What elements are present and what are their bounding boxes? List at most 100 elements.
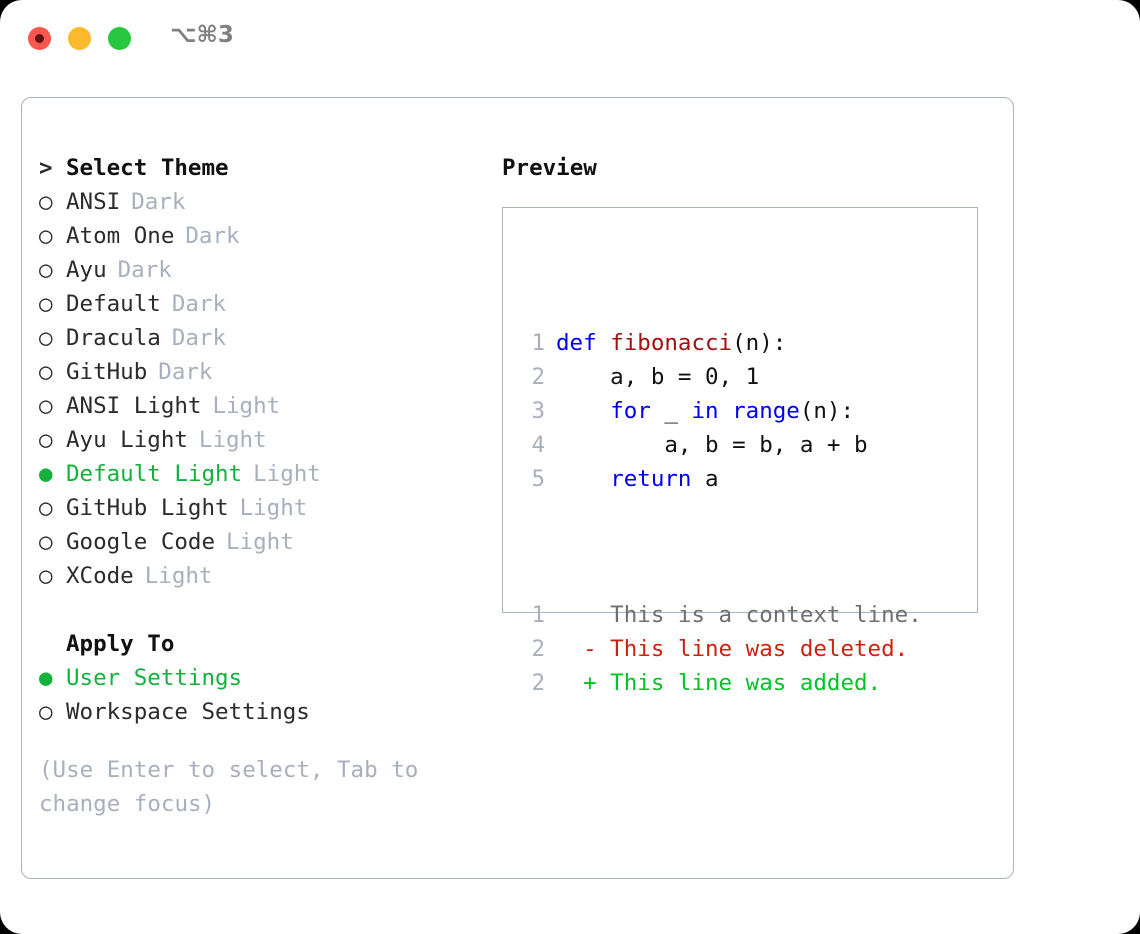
line-number: 1 xyxy=(531,330,545,356)
code-line: 1 def fibonacci(n): xyxy=(519,326,922,360)
radio-unselected-icon: ○ xyxy=(39,359,53,385)
theme-option-atom-one[interactable]: ○ Atom One Dark xyxy=(39,219,479,253)
code-token-kw: range xyxy=(732,398,800,424)
radio-selected-icon: ● xyxy=(39,665,53,691)
diff-line-text: This is a context line. xyxy=(556,602,922,628)
theme-variant-badge: Light xyxy=(212,393,281,419)
code-line: 5 return a xyxy=(519,462,922,496)
code-line: 2 a, b = 0, 1 xyxy=(519,360,922,394)
radio-unselected-icon: ○ xyxy=(39,427,53,453)
line-number: 2 xyxy=(531,636,545,662)
line-number: 5 xyxy=(531,466,545,492)
radio-unselected-icon: ○ xyxy=(39,257,53,283)
code-token-plain: _ xyxy=(650,398,692,424)
theme-option-github[interactable]: ○ GitHub Dark xyxy=(39,355,479,389)
code-token-fn: fibonacci xyxy=(610,330,733,356)
theme-variant-badge: Light xyxy=(198,427,267,453)
theme-variant-badge: Light xyxy=(144,563,213,589)
theme-option-label: Atom One xyxy=(66,223,175,249)
keyboard-hint-text: (Use Enter to select, Tab to change focu… xyxy=(39,757,419,817)
theme-option-label: GitHub xyxy=(66,359,148,385)
theme-option-ayu-light[interactable]: ○ Ayu Light Light xyxy=(39,423,479,457)
radio-unselected-icon: ○ xyxy=(39,529,53,555)
theme-variant-badge: Dark xyxy=(185,223,240,249)
diff-line-ctx: 1 This is a context line. xyxy=(519,598,922,632)
radio-unselected-icon: ○ xyxy=(39,291,53,317)
theme-option-label: Default Light xyxy=(66,461,243,487)
apply-to-options-list: ● User Settings ○ Workspace Settings xyxy=(39,661,479,729)
line-number: 2 xyxy=(531,364,545,390)
line-number: 3 xyxy=(531,398,545,424)
list-spacer xyxy=(39,593,479,627)
radio-unselected-icon: ○ xyxy=(39,563,53,589)
code-token-kw: in xyxy=(691,398,719,424)
code-token-plain: (n): xyxy=(732,330,787,356)
diff-sample: 1 This is a context line.2 - This line w… xyxy=(519,598,922,700)
theme-option-label: Dracula xyxy=(66,325,161,351)
theme-option-ansi-light[interactable]: ○ ANSI Light Light xyxy=(39,389,479,423)
theme-option-label: Default xyxy=(66,291,161,317)
title-bar: ⌥⌘3 xyxy=(0,0,1140,78)
code-token-plain: a, b = b, a + b xyxy=(556,432,868,458)
apply-to-option-user-settings[interactable]: ● User Settings xyxy=(39,661,479,695)
radio-unselected-icon: ○ xyxy=(39,189,53,215)
theme-option-default-light[interactable]: ● Default Light Light xyxy=(39,457,479,491)
code-token-plain xyxy=(719,398,733,424)
apply-to-option-workspace-settings[interactable]: ○ Workspace Settings xyxy=(39,695,479,729)
theme-option-ayu[interactable]: ○ Ayu Dark xyxy=(39,253,479,287)
apply-to-option-label: User Settings xyxy=(66,665,243,691)
theme-option-label: Ayu Light xyxy=(66,427,188,453)
line-number: 1 xyxy=(531,602,545,628)
theme-variant-badge: Dark xyxy=(158,359,213,385)
apply-to-option-label: Workspace Settings xyxy=(66,699,310,725)
diff-line-del: 2 - This line was deleted. xyxy=(519,632,922,666)
apply-to-heading: Apply To xyxy=(66,631,175,657)
theme-list-header-label: Select Theme xyxy=(66,155,229,181)
theme-option-label: Google Code xyxy=(66,529,216,555)
code-token-plain: (n): xyxy=(799,398,855,424)
minimize-button[interactable] xyxy=(68,27,91,50)
close-button[interactable] xyxy=(28,27,51,50)
theme-variant-badge: Light xyxy=(253,461,321,487)
code-token-kw: for xyxy=(610,398,651,424)
diff-line-text: - This line was deleted. xyxy=(556,636,909,662)
theme-variant-badge: Dark xyxy=(117,257,172,283)
theme-option-label: Ayu xyxy=(66,257,107,283)
radio-unselected-icon: ○ xyxy=(39,393,53,419)
radio-unselected-icon: ○ xyxy=(39,325,53,351)
code-token-plain: a xyxy=(691,466,719,492)
code-token-plain: a, b = 0, 1 xyxy=(556,364,760,390)
radio-unselected-icon: ○ xyxy=(39,699,53,725)
maximize-button[interactable] xyxy=(108,27,131,50)
code-token-kw: return xyxy=(610,466,692,492)
code-token-plain xyxy=(556,466,610,492)
code-token-kw: def xyxy=(556,330,611,356)
line-number: 2 xyxy=(531,670,545,696)
code-token-plain xyxy=(556,398,610,424)
code-line: 4 a, b = b, a + b xyxy=(519,428,922,462)
theme-list-header: >Select Theme xyxy=(39,151,479,185)
keyboard-shortcut-label: ⌥⌘3 xyxy=(170,22,234,48)
radio-selected-icon: ● xyxy=(39,461,53,487)
theme-option-default[interactable]: ○ Default Dark xyxy=(39,287,479,321)
radio-unselected-icon: ○ xyxy=(39,495,53,521)
theme-option-label: ANSI Light xyxy=(66,393,202,419)
theme-variant-badge: Dark xyxy=(171,291,227,317)
line-number: 4 xyxy=(531,432,545,458)
theme-variant-badge: Light xyxy=(239,495,308,521)
theme-option-label: ANSI xyxy=(66,189,121,215)
radio-unselected-icon: ○ xyxy=(39,223,53,249)
preview-title: Preview xyxy=(502,155,597,181)
